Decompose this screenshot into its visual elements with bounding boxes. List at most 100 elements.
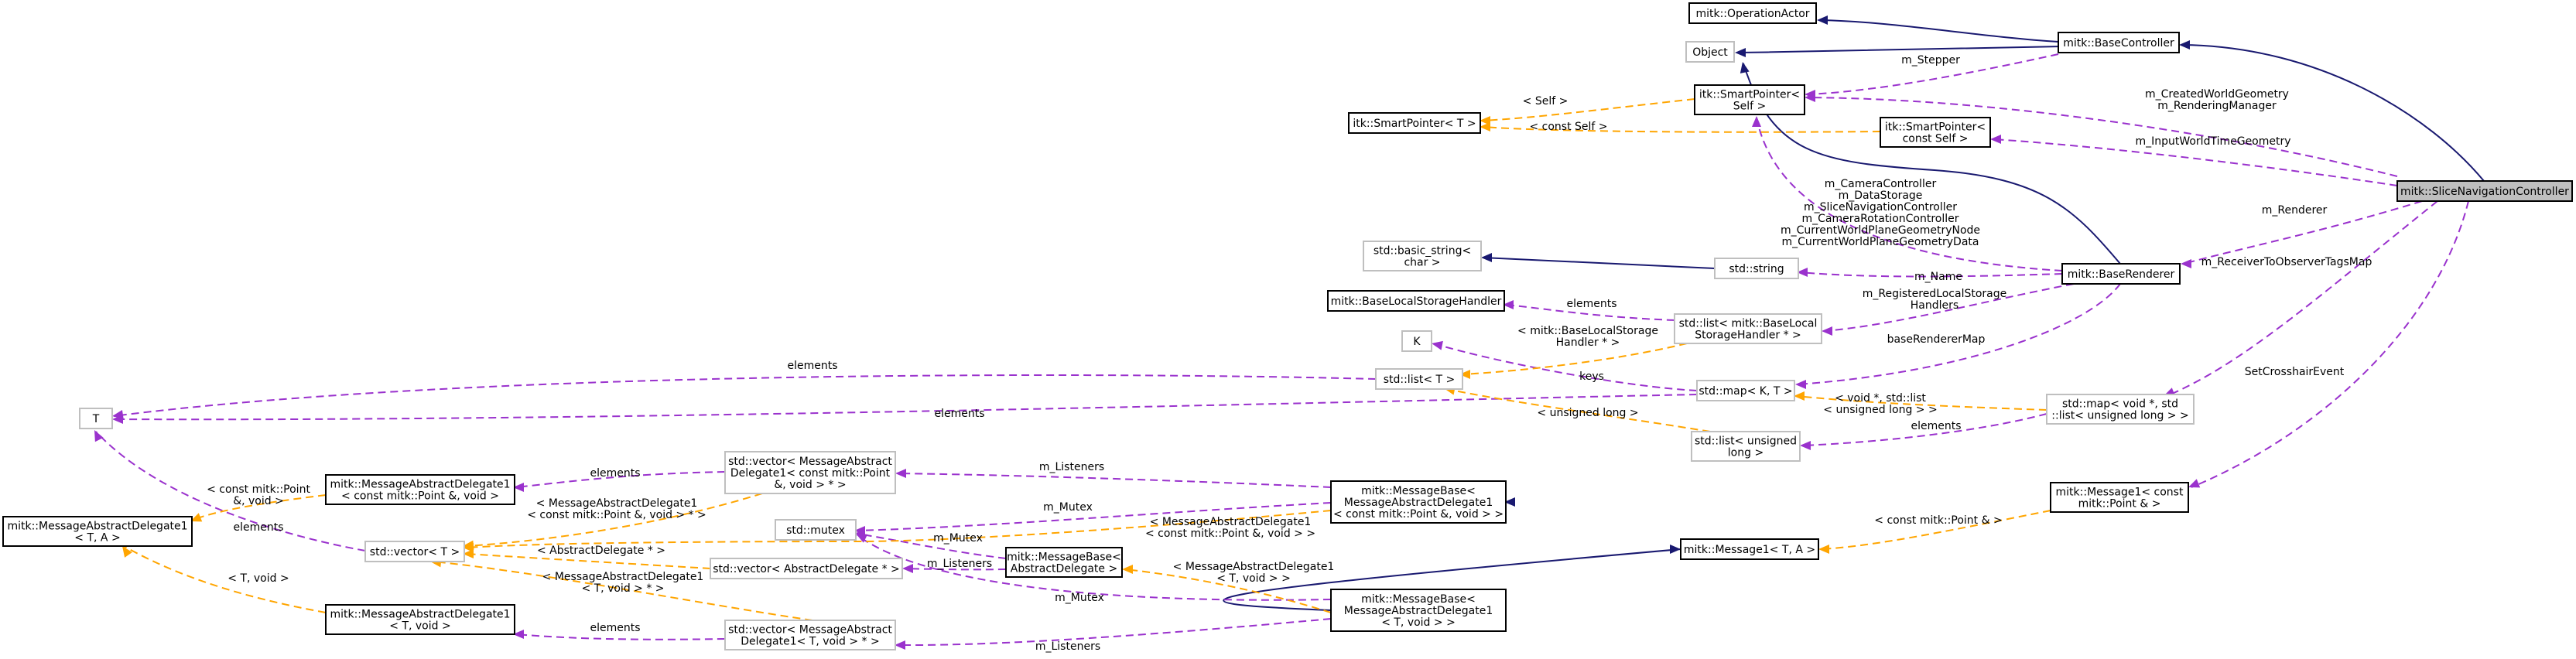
usage-edge-14 — [1824, 283, 2075, 332]
node-box — [1327, 290, 1505, 312]
usage-arrowhead-28 — [856, 534, 868, 543]
node-map-KT[interactable]: std::map< K, T > — [1696, 380, 1795, 401]
node-map-void[interactable]: std::map< void *, std::list< unsigned lo… — [2046, 394, 2195, 425]
edge-label-blsh-tmpl: < mitk::BaseLocalStorageHandler * > — [1517, 325, 1658, 349]
inherit-arrowhead-1 — [2179, 40, 2190, 50]
node-mb-ad[interactable]: mitk::MessageBase<AbstractDelegate > — [1005, 547, 1123, 578]
usage-edge-15 — [1505, 304, 1675, 321]
usage-arrowhead-16 — [1795, 380, 1806, 389]
node-object[interactable]: Object — [1685, 41, 1735, 63]
template-arrowhead-34 — [1794, 391, 1805, 401]
edge-label-text: < const mitk::Point — [207, 483, 310, 496]
usage-edge-23 — [515, 471, 726, 488]
node-T[interactable]: T — [79, 408, 113, 429]
inherit-edge-2 — [1736, 46, 2063, 53]
inherit-arrowhead-0 — [1817, 15, 1828, 25]
edge-label-text: m_CreatedWorldGeometry — [2145, 88, 2289, 101]
node-vec-ad[interactable]: std::vector< AbstractDelegate * > — [710, 558, 903, 579]
edge-label-text: elements — [1566, 298, 1616, 310]
node-std-string[interactable]: std::string — [1714, 258, 1799, 279]
usage-edge-25 — [95, 431, 366, 551]
node-label: mitk::Message1< const — [2056, 487, 2184, 499]
node-message1-TA[interactable]: mitk::Message1< T, A > — [1680, 538, 1819, 560]
node-box — [1685, 41, 1735, 63]
node-mad1-TA[interactable]: mitk::MessageAbstractDelegate1< T, A > — [2, 516, 193, 547]
usage-edge-12 — [1799, 271, 2063, 278]
node-box — [2, 516, 193, 547]
node-label: Self > — [1733, 101, 1767, 113]
edge-label-const-point: < const mitk::Point & > — [1874, 514, 2002, 527]
node-label: itk::SmartPointer< — [1699, 89, 1800, 101]
edge-label-text: < Self > — [1523, 95, 1569, 108]
node-label: mitk::SliceNavigationController — [2400, 186, 2569, 198]
usage-edge-10 — [1756, 117, 2063, 271]
node-box — [1696, 380, 1795, 401]
usage-edge-9 — [1993, 138, 2398, 186]
usage-arrowhead-9 — [1990, 135, 2001, 144]
node-mad1-Tvoid[interactable]: mitk::MessageAbstractDelegate1< T, void … — [325, 604, 515, 635]
node-vec-T[interactable]: std::vector< T > — [364, 541, 465, 562]
node-box — [2058, 32, 2180, 53]
edge-label-mutex-tvoid: m_Mutex — [1055, 592, 1104, 604]
node-box — [325, 474, 515, 505]
usage-arrowhead-29 — [513, 630, 524, 639]
edge-label-mutex-point: m_Mutex — [1043, 501, 1093, 514]
node-operation-actor[interactable]: mitk::OperationActor — [1688, 2, 1817, 24]
usage-edge-28 — [857, 534, 1332, 601]
edge-label-listeners-point: m_Listeners — [1039, 461, 1104, 473]
node-mb-point[interactable]: mitk::MessageBase<MessageAbstractDelegat… — [1330, 480, 1507, 524]
edge-label-text: < T, void > — [227, 572, 289, 585]
node-mutex[interactable]: std::mutex — [775, 519, 857, 541]
node-base-local-storage[interactable]: mitk::BaseLocalStorageHandler — [1327, 290, 1505, 312]
node-box — [1363, 241, 1482, 271]
template-edge-35 — [1446, 388, 1711, 432]
node-vec-mad-Tvoid[interactable]: std::vector< MessageAbstractDelegate1< T… — [724, 620, 896, 650]
node-vec-mad-point[interactable]: std::vector< MessageAbstractDelegate1< c… — [724, 451, 896, 494]
usage-edge-22 — [898, 473, 1332, 488]
edge-label-text: m_Listeners — [1039, 461, 1104, 473]
node-mb-Tvoid[interactable]: mitk::MessageBase<MessageAbstractDelegat… — [1330, 589, 1507, 632]
node-label: MessageAbstractDelegate1 — [1344, 605, 1493, 617]
usage-arrowhead-15 — [1503, 300, 1514, 309]
edge-label-text: < const mitk::Point &, void > * > — [527, 509, 706, 521]
node-box — [710, 558, 903, 579]
node-label: mitk::Point & > — [2078, 498, 2161, 510]
edge-label-text: m_InputWorldTimeGeometry — [2135, 135, 2290, 148]
edge-label-text: < MessageAbstractDelegate1 — [1150, 516, 1312, 528]
template-edge-42 — [1821, 510, 2051, 550]
usage-edge-20 — [1802, 413, 2047, 446]
node-slice-nav[interactable]: mitk::SliceNavigationController — [2396, 180, 2573, 202]
node-list-T[interactable]: std::list< T > — [1375, 368, 1463, 390]
edge-label-elements-point: elements — [590, 467, 640, 480]
node-box — [1714, 258, 1799, 279]
inherit-edge-6 — [1223, 548, 1681, 611]
node-box — [1375, 368, 1463, 390]
node-basic-string[interactable]: std::basic_string<char > — [1363, 241, 1482, 271]
node-base-renderer[interactable]: mitk::BaseRenderer — [2061, 263, 2181, 285]
edge-label-text: < T, void > > — [1216, 572, 1291, 585]
usage-edge-26 — [857, 533, 1007, 559]
node-itk-sp-T[interactable]: itk::SmartPointer< T > — [1348, 112, 1481, 134]
usage-arrowhead-23 — [513, 483, 524, 492]
node-base-controller[interactable]: mitk::BaseController — [2058, 32, 2180, 53]
edge-label-receiver-map: m_ReceiverToObserverTagsMap — [2201, 256, 2372, 268]
node-K[interactable]: K — [1401, 330, 1432, 352]
node-list-blsh[interactable]: std::list< mitk::BaseLocalStorageHandler… — [1674, 313, 1822, 344]
usage-arrowhead-12 — [1797, 268, 1808, 277]
usage-arrowhead-20 — [1800, 441, 1811, 450]
node-label: std::list< T > — [1384, 374, 1456, 386]
edge-label-text: < mitk::BaseLocalStorage — [1517, 325, 1658, 337]
node-mad1-point[interactable]: mitk::MessageAbstractDelegate1< const mi… — [325, 474, 515, 505]
node-itk-sp-const-self[interactable]: itk::SmartPointer<const Self > — [1880, 117, 1991, 148]
node-itk-sp-self[interactable]: itk::SmartPointer<Self > — [1694, 84, 1805, 115]
edge-label-elements-tvoid: elements — [590, 622, 640, 634]
usage-arrowhead-22 — [895, 469, 906, 478]
node-label: mitk::BaseRenderer — [2068, 268, 2175, 281]
edge-label-text: keys — [1579, 370, 1604, 383]
inherit-arrowhead-3 — [1740, 62, 1750, 73]
